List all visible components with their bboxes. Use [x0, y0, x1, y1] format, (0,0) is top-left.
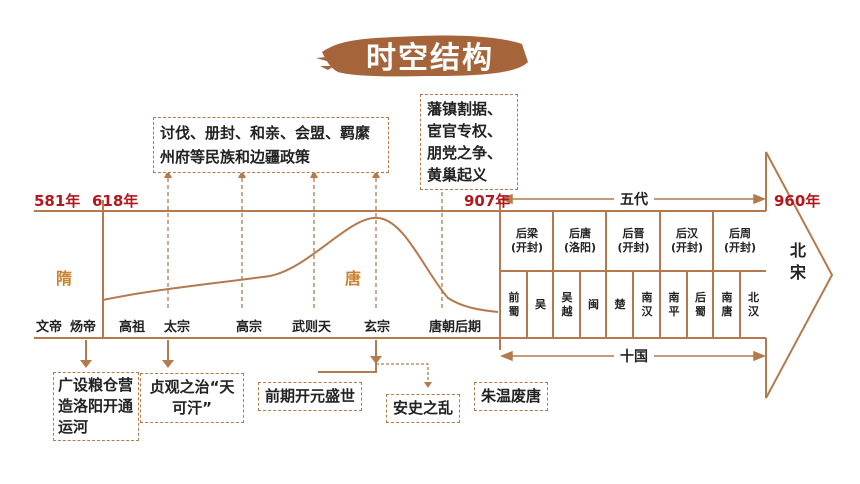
shiguo-name: 北汉	[748, 291, 759, 318]
wudai-capital: (开封)	[510, 241, 544, 254]
sui-emperor-yangdi: 炀帝	[70, 320, 97, 335]
note-kaiyuan: 前期开元盛世	[258, 382, 363, 411]
tang-tick-gaozong: 高宗	[236, 320, 263, 335]
shiguo-name: 南唐	[721, 291, 733, 318]
wudai-label: 五代	[614, 189, 654, 209]
shiguo-cell: 前蜀	[501, 272, 527, 338]
year-960: 960年	[774, 192, 821, 210]
tang-tick-wuzetian: 武则天	[292, 320, 332, 335]
wudai-name: 后周	[729, 227, 751, 240]
wudai-cell: 后唐 (洛阳)	[554, 212, 606, 270]
shiguo-cell: 闽	[581, 272, 606, 338]
shiguo-name: 闽	[588, 298, 599, 311]
shiguo-name: 前蜀	[508, 291, 520, 318]
note-zhenguan: 贞观之治“天可汗”	[140, 373, 244, 423]
note-sui-achievements: 广设粮仓营造洛阳开通运河	[53, 372, 139, 441]
year-581: 581年	[34, 192, 81, 210]
wudai-capital: (开封)	[723, 241, 757, 254]
shiguo-cell: 吴	[528, 272, 553, 338]
shiguo-name: 南汉	[641, 291, 653, 318]
note-anshi-rebellion: 安史之乱	[386, 394, 461, 423]
dynasty-tang: 唐	[345, 269, 362, 288]
shiguo-cell: 南平	[661, 272, 687, 338]
shiguo-cell: 北汉	[741, 272, 766, 338]
tang-tick-gaozu: 高祖	[119, 320, 146, 335]
note-zhuwen: 朱温废唐	[474, 382, 549, 411]
wudai-capital: (开封)	[617, 241, 650, 254]
dynasty-beisong: 北宋	[789, 241, 806, 282]
wudai-capital: (洛阳)	[563, 241, 597, 254]
wudai-name: 后唐	[569, 227, 591, 240]
wudai-name: 后汉	[676, 227, 698, 240]
shiguo-cell: 南汉	[634, 272, 660, 338]
tang-tick-taizong: 太宗	[164, 320, 191, 335]
sui-emperor-wendi: 文帝	[36, 320, 63, 335]
dynasty-sui: 隋	[56, 269, 73, 288]
wudai-name: 后晋	[622, 227, 645, 240]
tang-tick-late: 唐朝后期	[429, 320, 482, 335]
shiguo-cell: 吴越	[554, 272, 580, 338]
wudai-capital: (开封)	[670, 241, 704, 254]
year-907: 907年	[464, 192, 511, 210]
prosperity-curve	[102, 216, 499, 313]
beisong-arrow	[765, 151, 834, 399]
title-brush	[316, 35, 528, 77]
tang-tick-xuanzong: 玄宗	[364, 320, 391, 335]
shiguo-name: 后蜀	[695, 291, 706, 318]
wudai-name: 后梁	[516, 227, 538, 240]
shiguo-name: 吴越	[561, 291, 573, 318]
shiguo-name: 吴	[535, 298, 546, 311]
wudai-cell: 后汉 (开封)	[661, 212, 713, 270]
shiguo-cell: 楚	[607, 272, 633, 338]
note-late-tang: 藩镇割据、宦官专权、朋党之争、黄巢起义	[420, 94, 518, 190]
wudai-cell: 后周 (开封)	[714, 212, 766, 270]
note-ethnic-policy: 讨伐、册封、和亲、会盟、羁縻州府等民族和边疆政策	[153, 117, 389, 173]
shiguo-cell: 后蜀	[688, 272, 713, 338]
page-title: 时空结构	[366, 41, 494, 76]
shiguo-cell: 南唐	[714, 272, 740, 338]
year-618: 618年	[92, 192, 139, 210]
wudai-cell: 后梁 (开封)	[501, 212, 553, 270]
wudai-cell: 后晋 (开封)	[607, 212, 660, 270]
shiguo-name: 南平	[668, 291, 680, 318]
shiguo-label: 十国	[614, 346, 654, 366]
shiguo-name: 楚	[614, 298, 626, 311]
